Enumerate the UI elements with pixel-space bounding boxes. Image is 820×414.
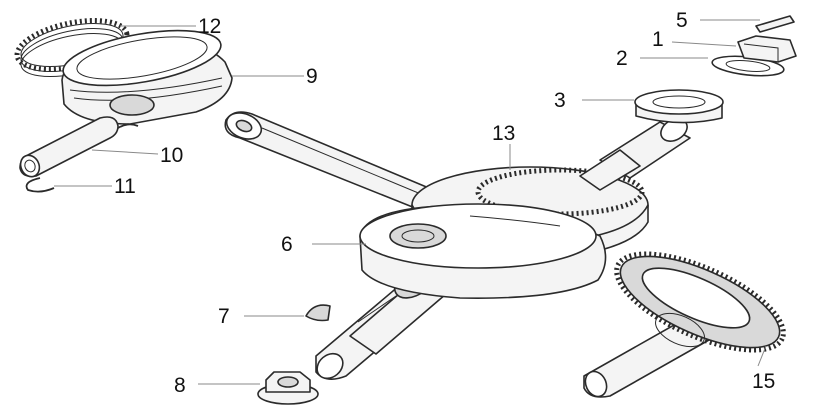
part-crankshaft-right-shaft: [579, 118, 691, 191]
callout-9: 9: [306, 65, 318, 88]
callout-15: 15: [752, 370, 775, 393]
callout-10: 10: [160, 144, 183, 167]
callout-7: 7: [218, 305, 230, 328]
callout-12: 12: [198, 15, 221, 38]
callout-11: 11: [114, 175, 136, 198]
callout-labels: 12 9 10 11 13 6 7 8 15 3 2 1 5: [114, 9, 775, 397]
callout-13: 13: [492, 122, 515, 145]
callout-2: 2: [616, 47, 628, 70]
callout-5: 5: [676, 9, 688, 32]
callout-8: 8: [174, 374, 186, 397]
callout-3: 3: [554, 89, 566, 112]
callout-1: 1: [652, 28, 664, 51]
part-woodruff-key: [305, 304, 331, 322]
part-key-pin: [755, 15, 795, 33]
leader-lines: [54, 19, 767, 385]
part-circlip: [25, 123, 139, 193]
part-flange-nut: [257, 371, 319, 405]
part-bearing: [634, 89, 724, 124]
part-piston-pin: [19, 116, 119, 178]
part-crankshaft-front-web: [359, 203, 607, 299]
part-nut: [737, 35, 797, 63]
part-gear-assembly: [583, 251, 786, 398]
part-piston: [61, 29, 233, 125]
callout-6: 6: [281, 233, 293, 256]
